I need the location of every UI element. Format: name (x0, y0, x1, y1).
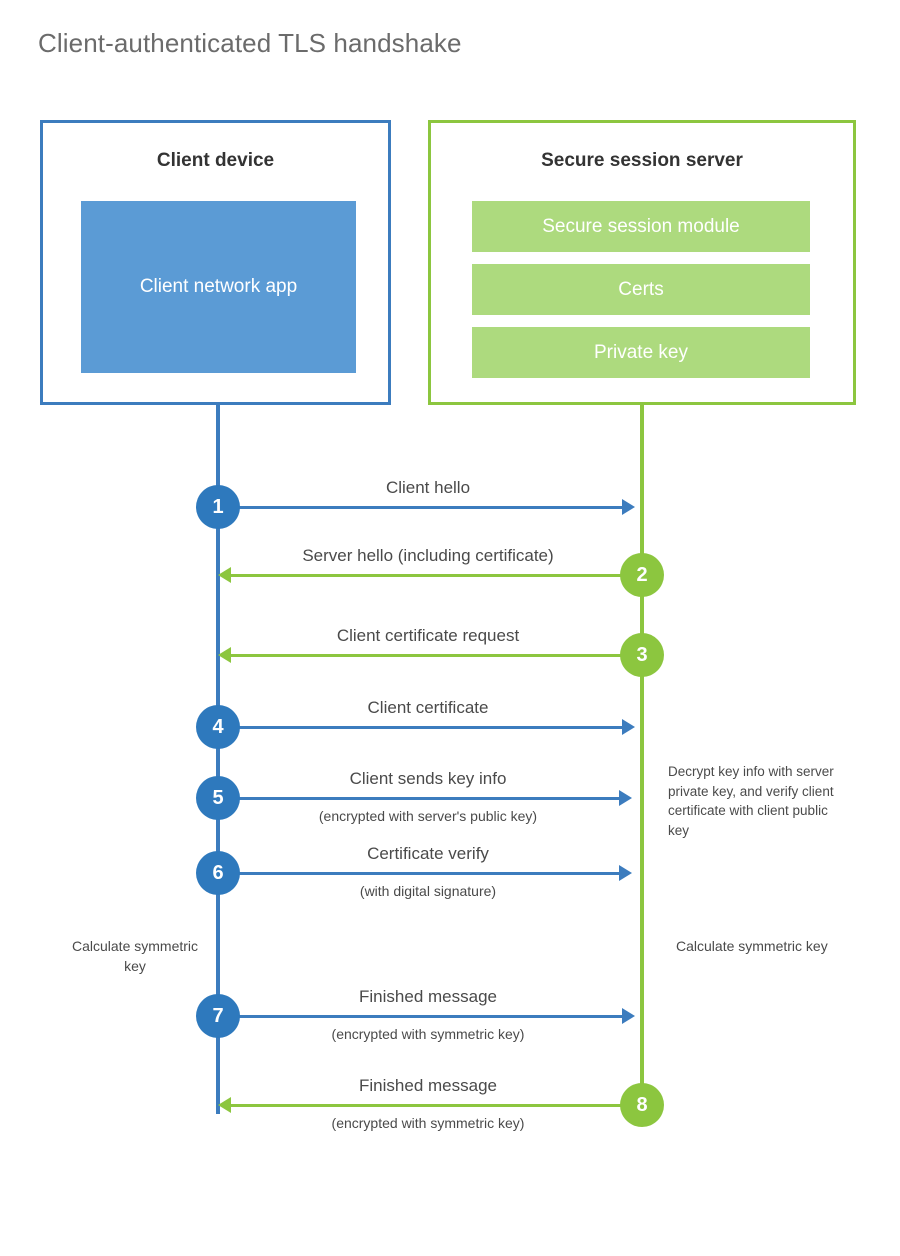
server-block-certs: Certs (472, 264, 810, 315)
step-label-7: Finished message (359, 987, 497, 1006)
client-lifeline (216, 402, 220, 1114)
step-label-2: Server hello (including certificate) (302, 546, 554, 565)
secure-session-server-title: Secure session server (541, 150, 743, 171)
step-badge-6[interactable]: 6 (196, 851, 240, 895)
step-arrow-line-5 (218, 797, 619, 800)
step-label-3: Client certificate request (336, 626, 520, 645)
step-arrow-head-6 (619, 865, 632, 881)
step-sublabel-6: (with digital signature) (359, 883, 497, 899)
client-device-box: Client device Client network app (40, 120, 391, 405)
step-label-6: Certificate verify (367, 844, 489, 863)
step-label-5: Client sends key info (349, 769, 507, 788)
step-arrow-line-7 (218, 1015, 622, 1018)
step-arrow-head-4 (622, 719, 635, 735)
client-network-app-block: Client network app (81, 201, 356, 373)
step-arrow-head-5 (619, 790, 632, 806)
note-calculate-symmetric-key-server: Calculate symmetric key (676, 938, 828, 954)
step-badge-8[interactable]: 8 (620, 1083, 664, 1127)
note-calculate-symmetric-key-client: Calculate symmetric key (71, 938, 199, 975)
step-arrow-head-1 (622, 499, 635, 515)
step-arrow-line-3 (231, 654, 642, 657)
note-decrypt-key-info: Decrypt key info with server private key… (668, 764, 834, 838)
step-badge-2[interactable]: 2 (620, 553, 664, 597)
server-lifeline (640, 402, 644, 1105)
step-label-8: Finished message (359, 1076, 497, 1095)
step-arrow-line-1 (218, 506, 622, 509)
page-title: Client-authenticated TLS handshake (38, 28, 462, 58)
step-sublabel-8: (encrypted with symmetric key) (331, 1115, 525, 1131)
step-arrow-head-2 (218, 567, 231, 583)
server-block-secure-session-module: Secure session module (472, 201, 810, 252)
step-badge-1[interactable]: 1 (196, 485, 240, 529)
step-arrow-head-8 (218, 1097, 231, 1113)
server-block-private-key: Private key (472, 327, 810, 378)
step-arrow-line-8 (231, 1104, 642, 1107)
step-sublabel-7: (encrypted with symmetric key) (331, 1026, 525, 1042)
step-arrow-line-6 (218, 872, 619, 875)
step-badge-3[interactable]: 3 (620, 633, 664, 677)
step-arrow-line-2 (231, 574, 642, 577)
step-label-4: Client certificate (367, 698, 489, 717)
step-arrow-head-7 (622, 1008, 635, 1024)
client-device-title: Client device (156, 150, 275, 171)
step-badge-5[interactable]: 5 (196, 776, 240, 820)
secure-session-server-box: Secure session server Secure session mod… (428, 120, 856, 405)
step-sublabel-5: (encrypted with server's public key) (318, 808, 538, 824)
step-arrow-head-3 (218, 647, 231, 663)
step-label-1: Client hello (385, 478, 471, 497)
step-arrow-line-4 (218, 726, 622, 729)
step-badge-7[interactable]: 7 (196, 994, 240, 1038)
step-badge-4[interactable]: 4 (196, 705, 240, 749)
